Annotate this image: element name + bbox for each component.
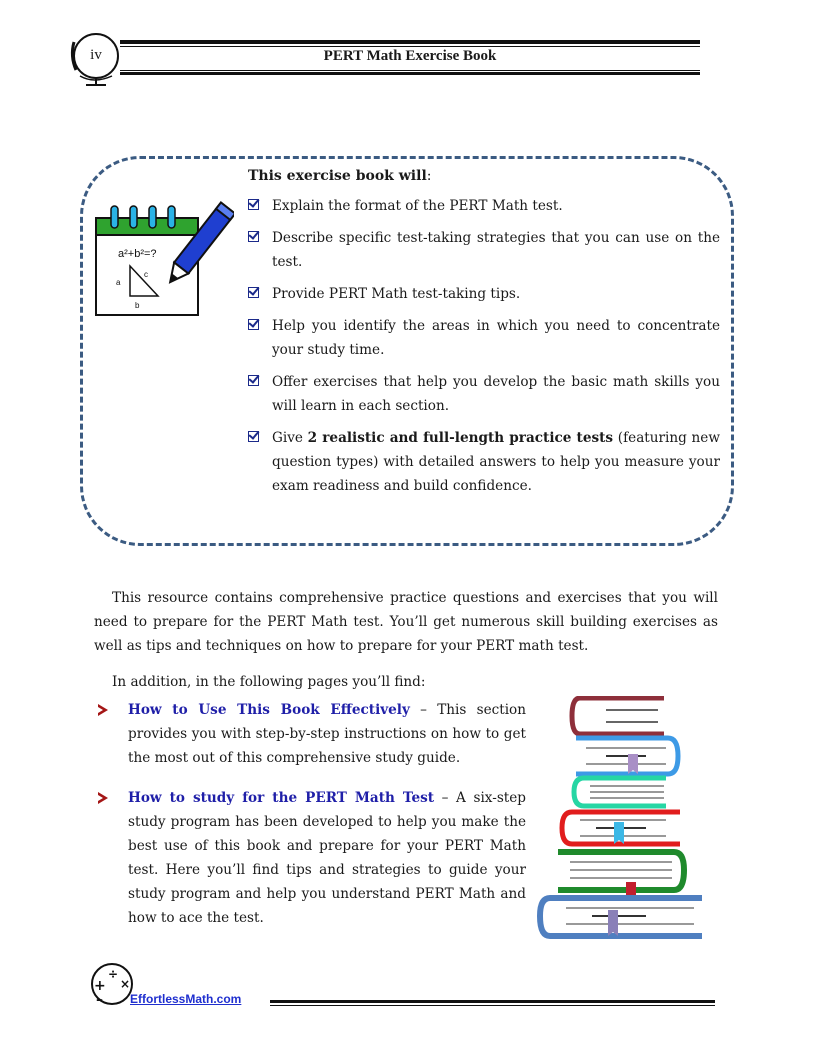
list-item-text: Describe specific test-taking strategies… — [272, 230, 720, 270]
feature-text: How to study for the PERT Math Test – A … — [128, 786, 526, 930]
footer-rule — [270, 1000, 715, 1003]
box-heading-suffix: : — [426, 168, 432, 184]
list-item-text: Give — [272, 430, 308, 446]
header-rule — [120, 72, 700, 75]
header-rule — [120, 70, 700, 71]
list-item-text: Explain the format of the PERT Math test… — [272, 198, 563, 214]
svg-text:÷: ÷ — [108, 967, 118, 981]
feature-title: How to Use This Book Effectively — [128, 702, 410, 718]
list-item: Explain the format of the PERT Math test… — [248, 194, 720, 218]
intro-paragraph: This resource contains comprehensive pra… — [94, 590, 718, 654]
feature-item: How to Use This Book Effectively – This … — [98, 698, 526, 770]
list-item-text: (featuring new question types) with deta… — [272, 430, 720, 494]
checkbox-icon — [248, 319, 259, 330]
equation-text: a²+b²=? — [118, 248, 157, 260]
page-number: iv — [90, 47, 102, 63]
book-title: PERT Math Exercise Book — [323, 48, 497, 64]
svg-text:×: × — [120, 977, 130, 991]
checkbox-icon — [248, 231, 259, 242]
header-rule — [120, 46, 700, 47]
side-a-label: a — [116, 278, 121, 287]
box-content: This exercise book will: Explain the for… — [248, 168, 720, 506]
pencil-icon — [168, 201, 234, 284]
feature-title: How to study for the PERT Math Test — [128, 790, 435, 806]
feature-description: – A six-step study program has been deve… — [128, 790, 527, 926]
footer-rule — [270, 1005, 715, 1006]
feature-description: – This section provides you with step-by… — [128, 702, 527, 766]
book-stack-illustration — [536, 696, 702, 939]
feature-checklist: Explain the format of the PERT Math test… — [248, 194, 720, 498]
page-header: iv PERT Math Exercise Book — [68, 32, 708, 86]
checkbox-icon — [248, 431, 259, 442]
box-heading: This exercise book will: — [248, 168, 720, 184]
list-item-text: Offer exercises that help you develop th… — [272, 374, 720, 414]
list-item: Help you identify the areas in which you… — [248, 314, 720, 362]
side-c-label: c — [144, 270, 148, 279]
list-item-text: Help you identify the areas in which you… — [272, 318, 720, 358]
list-item: Describe specific test-taking strategies… — [248, 226, 720, 274]
list-item: Give 2 realistic and full-length practic… — [248, 426, 720, 498]
list-item-bold: 2 realistic and full-length practice tes… — [307, 430, 614, 446]
list-item: Offer exercises that help you develop th… — [248, 370, 720, 418]
website-link[interactable]: EffortlessMath.com — [130, 992, 242, 1006]
feature-item: How to study for the PERT Math Test – A … — [98, 786, 526, 930]
globe-icon — [70, 33, 119, 86]
list-item-text: Provide PERT Math test-taking tips. — [272, 286, 521, 302]
checkbox-icon — [248, 287, 259, 298]
arrow-bullet-icon — [98, 792, 108, 804]
side-b-label: b — [135, 301, 140, 310]
math-symbols-logo: ÷ + × – — [91, 963, 133, 1008]
summary-box — [80, 156, 734, 546]
checkbox-icon — [248, 375, 259, 386]
box-heading-bold: This exercise book will — [248, 168, 427, 184]
checkbox-icon — [248, 199, 259, 210]
svg-text:+: + — [94, 978, 106, 994]
list-item: Provide PERT Math test-taking tips. — [248, 282, 720, 306]
notebook-pencil-illustration: a²+b²=? a b c — [95, 201, 234, 316]
svg-text:–: – — [96, 992, 103, 1008]
feature-text: How to Use This Book Effectively – This … — [128, 698, 526, 770]
addition-line: In addition, in the following pages you’… — [112, 674, 426, 690]
arrow-bullet-icon — [98, 704, 108, 716]
header-rule — [120, 40, 700, 44]
